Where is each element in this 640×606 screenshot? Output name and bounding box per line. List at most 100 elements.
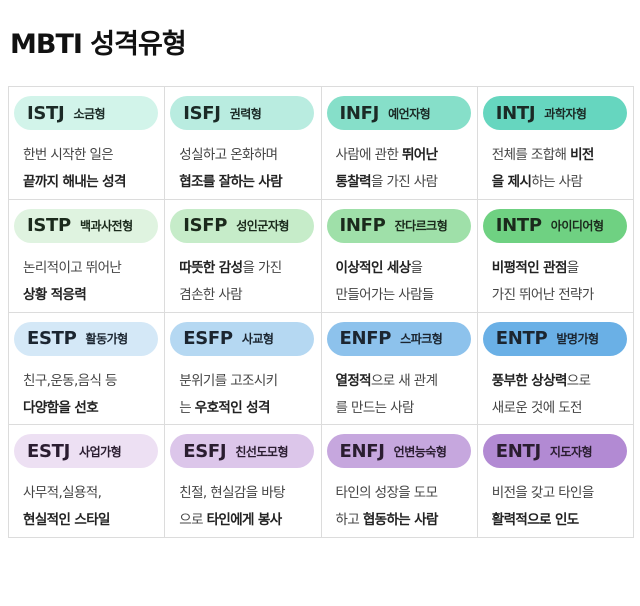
description-line: 비전을 갖고 타인을 (492, 480, 595, 507)
body-text: 으로 (566, 372, 591, 389)
description-line: 열정적으로 새 관계 (336, 368, 439, 395)
highlight-text: 따뜻한 감성 (179, 259, 243, 276)
type-code: ESFP (183, 328, 233, 349)
body-text: 사람에 관한 (335, 147, 402, 163)
type-name: 예언자형 (388, 106, 431, 121)
body-text: 성실하고 온화하며 (179, 147, 278, 163)
type-code: ESFJ (183, 440, 227, 462)
description-line: 비평적인 관점을 (492, 255, 594, 282)
description-line: 는 우호적인 성격 (179, 395, 277, 422)
description-line: 다양함을 선호 (23, 395, 117, 422)
description-line: 하고 협동하는 사람 (336, 507, 439, 534)
type-name: 사교형 (241, 332, 274, 346)
type-code: ENTP (495, 328, 548, 349)
type-code: ISTJ (27, 102, 65, 124)
type-name: 백과사전형 (79, 219, 133, 234)
description-line: 상황 적응력 (23, 282, 121, 309)
highlight-text: 협조를 잘하는 사람 (179, 174, 283, 190)
highlight-text: 활력적으로 인도 (491, 512, 579, 529)
type-name: 친선도모형 (235, 444, 289, 459)
highlight-text: 우호적인 성격 (194, 399, 271, 416)
body-text: 으로 새 관계 (370, 372, 438, 389)
body-text: 새로운 것에 도전 (491, 399, 583, 416)
body-text: 한번 시작한 일은 (23, 147, 114, 163)
type-name: 언변능숙형 (393, 444, 447, 459)
highlight-text: 비평적인 관점 (491, 259, 568, 276)
body-text: 을 가진 (242, 259, 282, 276)
body-text: 을 (410, 259, 423, 276)
highlight-text: 협동하는 사람 (362, 512, 439, 529)
body-text: 친절, 현실감을 바탕 (179, 485, 285, 502)
type-code: INTJ (495, 102, 536, 124)
description-line: 겸손한 사람 (179, 282, 281, 309)
type-code: ISFJ (183, 102, 221, 124)
description-line: 사무적,실용적, (23, 480, 110, 507)
body-text: 가진 뛰어난 전략가 (491, 286, 595, 303)
type-name: 사업가형 (79, 444, 122, 459)
description-line: 으로 타인에게 봉사 (179, 507, 285, 534)
body-text: 을 가진 사람 (370, 174, 438, 190)
highlight-text: 상황 적응력 (23, 286, 87, 303)
description-line: 친절, 현실감을 바탕 (179, 480, 285, 507)
type-badge: INTP 아이디어형 (482, 208, 627, 243)
body-text: 를 만드는 사람 (335, 399, 415, 416)
description-line: 전체를 조합해 비전 (492, 142, 595, 169)
description-line: 분위기를 고조시키 (179, 368, 278, 395)
body-text: 친구,운동,음식 등 (23, 372, 117, 389)
description-line: 을 제시하는 사람 (492, 169, 594, 196)
description-line: 가진 뛰어난 전략가 (491, 282, 595, 309)
description-line: 새로운 것에 도전 (492, 395, 591, 422)
description-line: 성실하고 온화하며 (179, 142, 282, 169)
highlight-text: 끝까지 해내는 성격 (23, 174, 126, 190)
type-code: ISFP (183, 215, 228, 237)
body-text: 겸손한 사람 (179, 286, 243, 303)
type-code: ESTJ (27, 440, 71, 462)
body-text: 사무적,실용적, (23, 485, 102, 502)
type-badge: ISFP 성인군자형 (170, 208, 315, 243)
highlight-text: 통찰력 (335, 174, 372, 190)
description-line: 만들어가는 사람들 (336, 282, 435, 309)
description-line: 통찰력을 가진 사람 (335, 169, 439, 196)
type-name: 잔다르크형 (394, 219, 448, 234)
body-text: 으로 (179, 512, 207, 529)
description-line: 사람에 관한 뛰어난 (335, 142, 439, 169)
highlight-text: 풍부한 상상력 (491, 372, 568, 389)
body-text: 을 (566, 259, 579, 276)
type-name: 아이디어형 (550, 219, 604, 234)
type-code: INTP (495, 215, 542, 237)
description-line: 끝까지 해내는 성격 (23, 169, 126, 196)
type-name: 스파크형 (400, 332, 443, 346)
highlight-text: 뛰어난 (401, 147, 438, 163)
type-name: 성인군자형 (236, 219, 289, 234)
description-line: 논리적이고 뛰어난 (23, 255, 122, 282)
description-line: 협조를 잘하는 사람 (179, 169, 282, 196)
description-line: 활력적으로 인도 (492, 507, 594, 534)
body-text: 논리적이고 뛰어난 (23, 259, 122, 276)
type-name: 활동가형 (85, 332, 129, 346)
